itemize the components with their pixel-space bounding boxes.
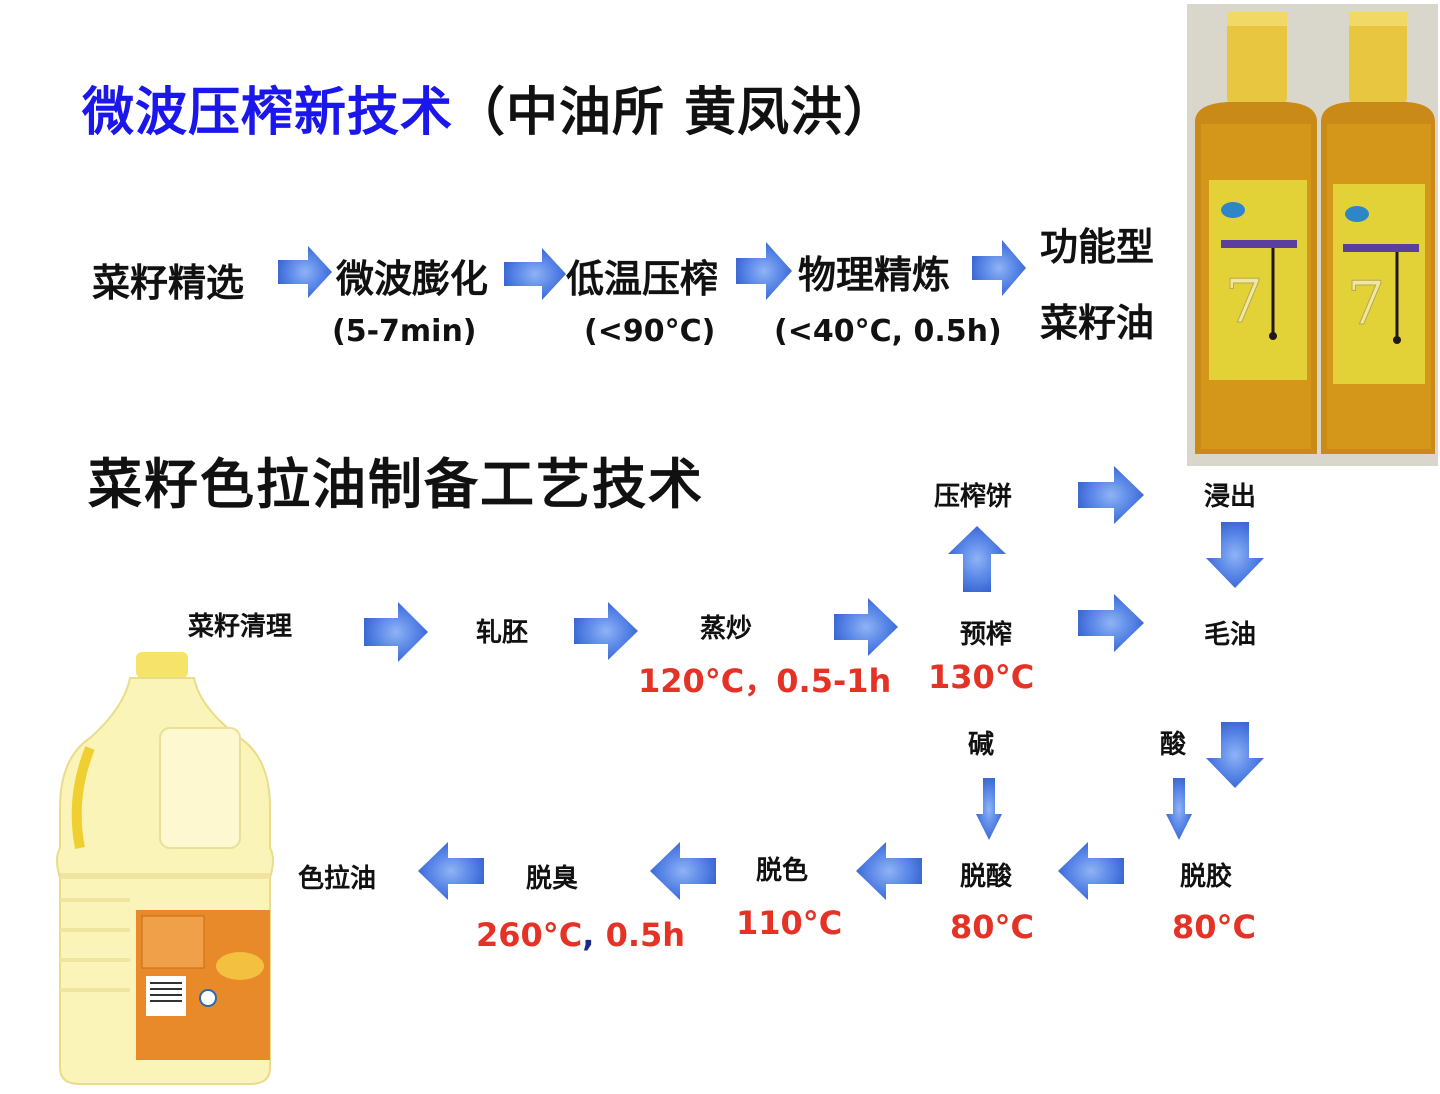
step-microwave-puffing: 微波膨化: [336, 257, 489, 301]
slide-title-microwave: 微波压榨新技术（中油所 黄凤洪）: [82, 70, 896, 145]
step-seed-selection: 菜籽精选: [92, 261, 245, 305]
node-flaking: 轧胚: [476, 618, 529, 648]
param-deodorization-time: 0.5h: [594, 916, 686, 954]
node-deodorization: 脱臭: [526, 864, 579, 894]
step-low-temp-press: 低温压榨: [566, 257, 719, 301]
node-deacidification: 脱酸: [960, 862, 1013, 892]
node-degumming: 脱胶: [1180, 862, 1233, 892]
param-refining-conditions: (<40°C, 0.5h): [774, 314, 1002, 349]
right-arrow-icon: [574, 602, 638, 660]
left-arrow-icon: [418, 842, 484, 900]
right-arrow-icon: [1078, 466, 1144, 524]
node-press-cake: 压榨饼: [934, 482, 1013, 512]
right-arrow-icon: [364, 602, 428, 662]
param-prepress: 130°C: [928, 658, 1035, 696]
up-arrow-icon: [948, 526, 1006, 592]
right-arrow-icon: [504, 248, 566, 300]
reagent-acid: 酸: [1160, 730, 1187, 760]
param-separator: ,: [582, 916, 595, 954]
step-physical-refining: 物理精炼: [798, 253, 951, 297]
svg-text:7: 7: [1347, 269, 1385, 339]
title-author: （中油所 黄凤洪）: [453, 83, 897, 143]
node-seed-cleaning: 菜籽清理: [188, 612, 293, 642]
node-cooking: 蒸炒: [700, 614, 753, 644]
left-arrow-icon: [1058, 842, 1124, 900]
node-bleaching: 脱色: [756, 856, 809, 886]
node-prepress: 预榨: [960, 620, 1013, 650]
down-arrow-icon: [1166, 778, 1192, 840]
left-arrow-icon: [650, 842, 716, 900]
down-arrow-icon: [1206, 522, 1264, 588]
param-degumming: 80°C: [1172, 908, 1257, 946]
node-crude-oil: 毛油: [1204, 620, 1257, 650]
node-extraction: 浸出: [1204, 482, 1257, 512]
right-arrow-icon: [972, 240, 1026, 296]
param-puffing-time: (5-7min): [332, 314, 477, 349]
param-deodorization-temp: 260°C: [476, 916, 583, 954]
param-deacidification: 80°C: [950, 908, 1035, 946]
right-arrow-icon: [278, 246, 332, 298]
down-arrow-icon: [976, 778, 1002, 840]
title-highlight: 微波压榨新技术: [82, 83, 454, 143]
section-title-salad-oil: 菜籽色拉油制备工艺技术: [88, 453, 704, 516]
param-cooking: 120°C，0.5-1h: [638, 662, 892, 700]
product-functional: 功能型: [1040, 225, 1155, 269]
param-deodorization: 260°C, 0.5h: [476, 916, 685, 954]
left-arrow-icon: [856, 842, 922, 900]
reagent-alkali: 碱: [968, 730, 995, 760]
functional-oil-bottles-image: 7 7: [1187, 4, 1438, 466]
svg-text:7: 7: [1225, 267, 1263, 337]
right-arrow-icon: [736, 242, 792, 300]
product-rapeseed-oil: 菜籽油: [1040, 301, 1155, 345]
param-press-temp: (<90°C): [584, 314, 716, 349]
salad-oil-jug-image: [50, 648, 280, 1088]
down-arrow-icon: [1206, 722, 1264, 788]
node-salad-oil: 色拉油: [298, 864, 377, 894]
right-arrow-icon: [1078, 594, 1144, 652]
param-bleaching: 110°C: [736, 904, 843, 942]
right-arrow-icon: [834, 598, 898, 656]
